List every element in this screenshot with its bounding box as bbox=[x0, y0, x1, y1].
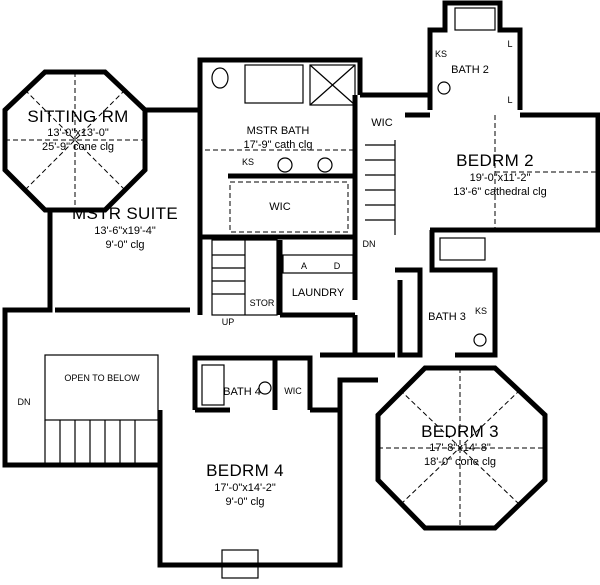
bedrm3-ceiling: 18'-0" cone clg bbox=[423, 456, 497, 468]
bath3-walls bbox=[429, 230, 498, 358]
bathtub bbox=[244, 64, 304, 104]
stairs-main bbox=[44, 420, 136, 465]
mstr-bath-ceiling: 17'-9" cath clg bbox=[243, 139, 313, 151]
wic-upper-label: WIC bbox=[371, 117, 393, 129]
bedrm4-size: 17'-0"x14'-2" bbox=[214, 482, 276, 494]
wic-shelves bbox=[229, 181, 349, 233]
bedrm2-ceiling: 13'-6" cathedral clg bbox=[453, 186, 547, 198]
master-suite-walls bbox=[2, 210, 163, 468]
laundry-label: LAUNDRY bbox=[291, 287, 345, 299]
ks-label: KS bbox=[474, 306, 488, 316]
sitting-room-name: SITTING RM bbox=[27, 107, 129, 126]
stairs-dn-label: DN bbox=[362, 239, 376, 249]
bedrm3-size: 17'-8"x14'-8" bbox=[429, 442, 491, 454]
mstr-bath-name: MSTR BATH bbox=[246, 125, 310, 137]
bedrm3-walls bbox=[375, 365, 548, 531]
ks-label: KS bbox=[434, 49, 448, 59]
bath4-name: BATH 4 bbox=[223, 386, 261, 398]
sitting-room-walls bbox=[2, 69, 148, 213]
bedrm2-name: BEDRM 2 bbox=[456, 151, 534, 170]
sitting-room-ceiling: 25'-9" cone clg bbox=[41, 141, 115, 153]
bedrm2-size: 19'-0"x11'-2" bbox=[469, 172, 531, 184]
bath3-name: BATH 3 bbox=[428, 311, 466, 323]
bedrm2-walls bbox=[430, 112, 600, 233]
wic-master-label: WIC bbox=[269, 201, 291, 213]
stairs-up-label: UP bbox=[221, 317, 235, 327]
bedrm3-name: BEDRM 3 bbox=[421, 422, 499, 441]
washer-dryer bbox=[282, 254, 354, 274]
sink bbox=[277, 157, 293, 173]
washer-label: A bbox=[300, 261, 308, 271]
linen-label: L bbox=[507, 95, 513, 105]
open-to-below-railing bbox=[44, 354, 159, 421]
shower bbox=[309, 64, 356, 106]
mstr-suite-size: 13'-6"x19'-4" bbox=[94, 225, 156, 237]
ks-label: KS bbox=[241, 157, 255, 167]
linen-label: L bbox=[507, 39, 513, 49]
bath2-walls bbox=[427, 0, 523, 110]
bedrm4-ceiling: 9'-0" clg bbox=[225, 496, 265, 508]
wic-bath4-label: WIC bbox=[284, 386, 302, 396]
stor-label: STOR bbox=[249, 298, 275, 308]
bedrm4-walls bbox=[157, 407, 343, 568]
dryer-label: D bbox=[333, 261, 341, 271]
stairs-dn-label: DN bbox=[17, 397, 31, 407]
bedrm4-name: BEDRM 4 bbox=[206, 461, 284, 480]
stairs bbox=[211, 239, 278, 316]
bath2-name: BATH 2 bbox=[451, 64, 489, 76]
bath4-walls bbox=[192, 355, 313, 410]
toilet bbox=[211, 67, 229, 89]
cone-ceiling-lines bbox=[5, 72, 145, 210]
mstr-suite-name: MSTR SUITE bbox=[72, 204, 178, 223]
open-to-below-label: OPEN TO BELOW bbox=[64, 373, 140, 383]
sitting-room-size: 13'-0"x13'-0" bbox=[47, 127, 109, 139]
sink bbox=[317, 157, 333, 173]
mstr-suite-ceiling: 9'-0" clg bbox=[105, 239, 145, 251]
stairs-upper bbox=[365, 140, 396, 235]
